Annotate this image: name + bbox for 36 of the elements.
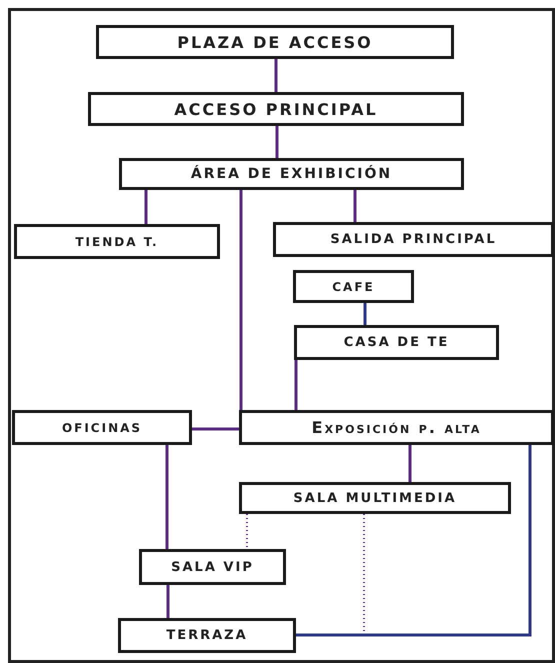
connector-line (364, 303, 366, 325)
room-label: ACCESO PRINCIPAL (174, 100, 378, 118)
room-label: SALA MULTIMEDIA (293, 490, 457, 506)
connector-line (276, 126, 278, 158)
room-box (139, 549, 286, 585)
room-box (239, 482, 511, 514)
connector-line (294, 360, 298, 410)
connector-line (166, 445, 168, 549)
room-label: Exposición p. alta (312, 418, 482, 437)
room-box (14, 224, 220, 259)
room-label: CASA DE TE (344, 335, 450, 350)
room-box (273, 222, 554, 257)
connector-line (274, 59, 278, 92)
room-label: OFICINAS (62, 420, 142, 434)
connector-line (144, 190, 148, 224)
room-box (239, 410, 554, 445)
connector-line (166, 585, 170, 618)
room-label: CAFE (332, 280, 375, 294)
room-box (96, 25, 454, 59)
room-box (293, 270, 414, 303)
connector-line (408, 445, 412, 482)
connector-line (240, 190, 242, 410)
room-label: SALIDA PRINCIPAL (330, 232, 497, 247)
room-label: TIENDA T. (75, 234, 159, 248)
connector-line (354, 190, 356, 222)
room-label: SALA VIP (171, 560, 254, 574)
room-label: ÁREA DE EXHIBICIÓN (190, 166, 392, 182)
room-label: PLAZA DE ACCESO (177, 32, 373, 52)
room-box (119, 158, 464, 190)
connector-line (296, 445, 532, 636)
room-label: TERRAZA (166, 628, 248, 643)
connector-line (192, 428, 239, 430)
room-box (88, 92, 464, 126)
room-box (294, 325, 499, 360)
room-box (118, 618, 296, 653)
room-box (12, 410, 192, 445)
